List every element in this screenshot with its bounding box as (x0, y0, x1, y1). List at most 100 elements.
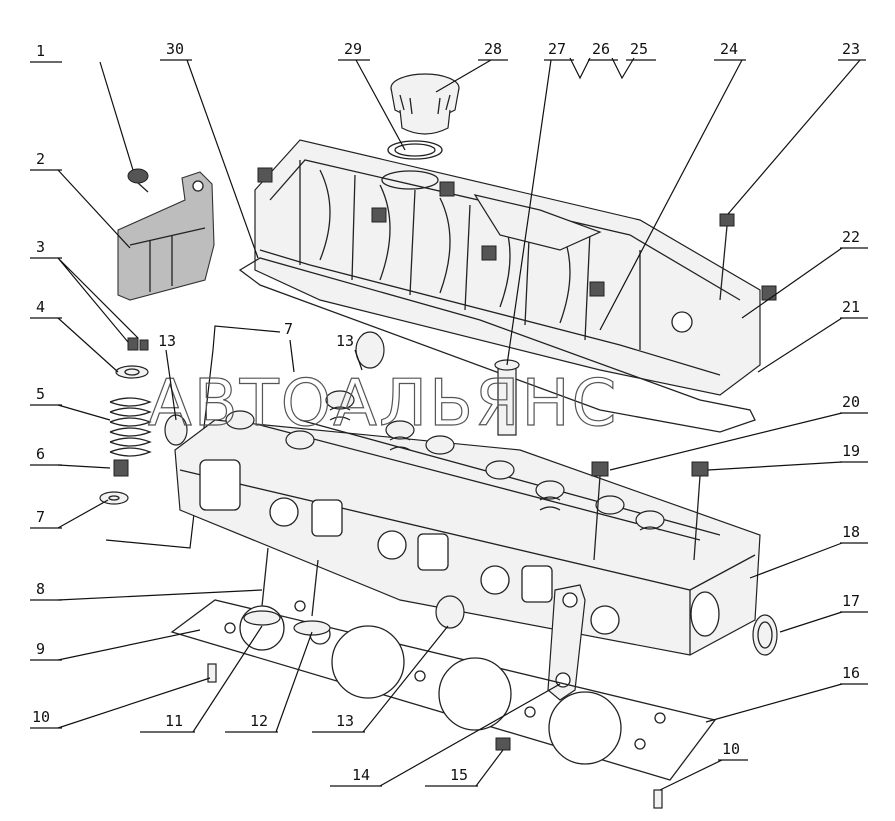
callout-6: 6 (30, 445, 62, 466)
cup-plug (164, 414, 188, 446)
svg-text:24: 24 (720, 40, 738, 58)
svg-text:11: 11 (165, 712, 183, 730)
eye-bolt (495, 737, 511, 751)
callout-27: 27 (544, 40, 574, 61)
callout-1: 1 (30, 42, 62, 63)
dowel-pin (207, 663, 217, 683)
svg-text:13: 13 (336, 332, 354, 350)
svg-text:3: 3 (36, 238, 45, 256)
svg-text:10: 10 (722, 740, 740, 758)
svg-text:1: 1 (36, 42, 45, 60)
callout-labels: 1 2 3 4 5 6 7 8 9 10 11 12 13 14 15 16 1… (30, 40, 868, 787)
valve (261, 547, 269, 607)
svg-text:7: 7 (36, 508, 45, 526)
callout-20: 20 (840, 393, 868, 414)
filler-cap-seal (387, 140, 443, 160)
valve (311, 559, 319, 617)
cover-bolt (371, 207, 387, 223)
callout-26: 26 (588, 40, 618, 61)
svg-text:4: 4 (36, 298, 45, 316)
injector (494, 359, 520, 436)
callout-28: 28 (478, 40, 508, 61)
callout-17: 17 (840, 592, 868, 613)
callout-11: 11 (140, 712, 195, 733)
callout-18: 18 (840, 523, 868, 544)
svg-text:9: 9 (36, 640, 45, 658)
svg-text:20: 20 (842, 393, 860, 411)
head-bolt (691, 461, 709, 561)
callout-24: 24 (714, 40, 746, 61)
cup-plug (355, 331, 385, 369)
svg-text:2: 2 (36, 150, 45, 168)
svg-text:12: 12 (250, 712, 268, 730)
callout-8: 8 (30, 580, 62, 601)
svg-text:8: 8 (36, 580, 45, 598)
valve-stem-seal (113, 459, 129, 477)
valve-head (293, 620, 331, 636)
cover-bolt (589, 281, 605, 297)
svg-text:22: 22 (842, 228, 860, 246)
callout-16: 16 (840, 664, 868, 685)
callout-2: 2 (30, 150, 62, 171)
svg-text:16: 16 (842, 664, 860, 682)
svg-text:13: 13 (336, 712, 354, 730)
cup-plug (435, 595, 465, 629)
callout-12: 12 (225, 712, 278, 733)
rocker-assembly (225, 390, 665, 531)
svg-text:14: 14 (352, 766, 370, 784)
callout-13c: 13 (336, 332, 354, 350)
callout-19: 19 (840, 442, 868, 463)
valve-head (243, 610, 281, 626)
svg-text:26: 26 (592, 40, 610, 58)
callout-21: 21 (840, 298, 868, 319)
svg-text:27: 27 (548, 40, 566, 58)
cover-bolt (761, 285, 777, 301)
callout-29: 29 (338, 40, 370, 61)
head-bolt (591, 461, 609, 561)
expansion-plug (752, 614, 778, 656)
svg-text:25: 25 (630, 40, 648, 58)
dowel-pin (653, 789, 663, 809)
valve-cover (254, 139, 777, 396)
callout-30: 30 (160, 40, 192, 61)
callout-10: 10 (30, 708, 62, 729)
callout-13b: 13 (158, 332, 176, 350)
spring-retainer (115, 365, 149, 379)
cover-bolt (257, 167, 273, 183)
lifting-bracket (117, 171, 215, 301)
svg-text:13: 13 (158, 332, 176, 350)
leader-lines (57, 57, 861, 791)
callout-4: 4 (30, 298, 62, 319)
cover-long-bolt (719, 213, 735, 301)
cover-bolt (439, 181, 455, 197)
svg-text:29: 29 (344, 40, 362, 58)
callout-7: 7 (30, 508, 62, 529)
callout-10b: 10 (718, 740, 748, 761)
svg-text:5: 5 (36, 385, 45, 403)
callout-14: 14 (330, 766, 382, 787)
valve-spring (109, 397, 152, 457)
callout-13: 13 (312, 712, 365, 733)
callout-15: 15 (425, 766, 478, 787)
callout-7b: 7 (284, 320, 293, 338)
svg-text:21: 21 (842, 298, 860, 316)
callout-5: 5 (30, 385, 62, 406)
callout-25: 25 (626, 40, 656, 61)
svg-text:23: 23 (842, 40, 860, 58)
cylinder-head (174, 419, 761, 656)
callout-22: 22 (840, 228, 868, 249)
valve-cover-gasket (238, 257, 756, 433)
svg-text:6: 6 (36, 445, 45, 463)
watermark-text: АВТОАЛЬЯНС (148, 367, 618, 441)
callout-3: 3 (30, 238, 62, 259)
svg-text:15: 15 (450, 766, 468, 784)
head-gasket (170, 599, 717, 781)
svg-text:7: 7 (284, 320, 293, 338)
svg-text:17: 17 (842, 592, 860, 610)
svg-text:28: 28 (484, 40, 502, 58)
cover-bolt (481, 245, 497, 261)
svg-text:19: 19 (842, 442, 860, 460)
valve-keepers (127, 337, 149, 351)
